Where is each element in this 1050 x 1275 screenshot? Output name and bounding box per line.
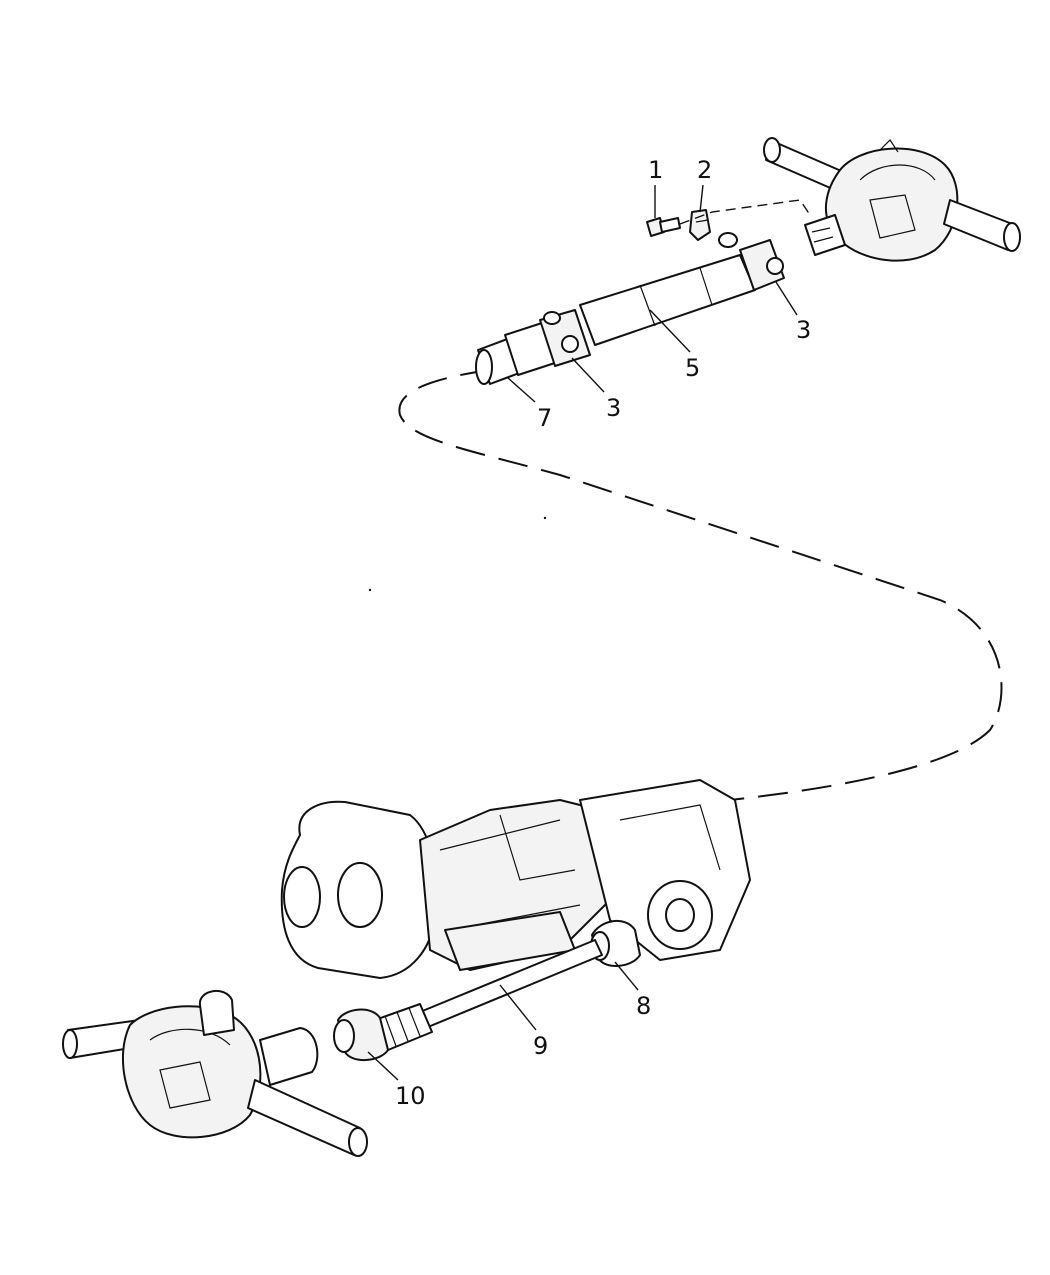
leader-5 (649, 309, 691, 353)
rear-axle (763, 137, 1021, 262)
bolt-part-1 (646, 217, 681, 237)
routing-dashed-line (398, 369, 1003, 801)
callout-1: 1 (648, 156, 663, 184)
callout-3-lower: 3 (606, 394, 621, 422)
front-driveshaft (333, 920, 641, 1061)
leader-10 (367, 1051, 399, 1081)
leader-3a (775, 281, 798, 316)
front-axle (62, 990, 368, 1157)
callout-10: 10 (395, 1082, 426, 1110)
callout-7: 7 (537, 404, 552, 432)
leader-8 (614, 961, 639, 991)
transmission-assembly (280, 779, 751, 979)
rear-driveshaft (475, 232, 785, 385)
leader-2 (699, 184, 704, 213)
callout-9: 9 (533, 1032, 548, 1060)
callout-2: 2 (697, 156, 712, 184)
leader-3b (571, 357, 605, 393)
leader-9 (499, 984, 537, 1031)
callout-5: 5 (685, 354, 700, 382)
leader-7 (507, 377, 536, 403)
callout-8: 8 (636, 992, 651, 1020)
callout-3-upper: 3 (796, 316, 811, 344)
strap-part-2 (689, 209, 711, 241)
